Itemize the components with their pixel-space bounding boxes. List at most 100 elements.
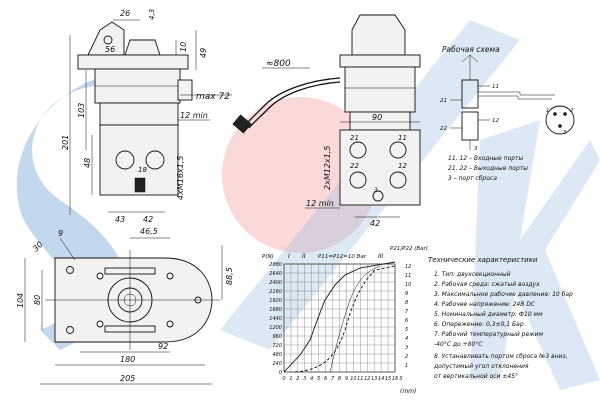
graph-section-1: I (288, 253, 290, 260)
cable-2 (248, 81, 341, 129)
spec-item: 6. Опережение: 0,3±0,1 Бар (434, 321, 524, 328)
dim-80: 80 (33, 295, 42, 305)
dim-800: ≈800 (266, 59, 291, 69)
graph-grid (283, 263, 396, 373)
graph-curve-label: P11=P12=10 Bar (318, 254, 367, 260)
graph-force-curve-2 (329, 265, 381, 373)
port-22 (349, 171, 367, 189)
side-valve-body (339, 129, 421, 206)
port-21 (349, 141, 367, 159)
side-view: 21 11 22 12 3 ≈800 90 2xM12x1,5 12 min 4… (232, 14, 421, 228)
flange-hole-1 (66, 266, 74, 274)
graph-y-left-tick: 2160 (269, 289, 282, 295)
port-12-label: 12 (398, 162, 407, 170)
dim-26: 26 (120, 9, 130, 18)
dim-201: 201 (61, 135, 70, 150)
dim-2xm12: 2xM12x1,5 (323, 146, 332, 190)
dim-42: 42 (143, 215, 153, 224)
graph-y-left-tick: 960 (272, 334, 282, 340)
dim-30-line (59, 237, 76, 261)
graph-y-left-tick: 720 (272, 343, 282, 349)
dim-56: 56 (105, 45, 115, 54)
dim-4xm16: 4xM16x1,5 (176, 156, 185, 200)
scheme-legend-3: 3 – порт сброса (448, 175, 497, 182)
dim-48: 48 (83, 158, 92, 168)
graph-y-right-tick: 5 (405, 327, 408, 333)
graph-x-tick: 9 (345, 376, 348, 382)
side-bracket (351, 14, 406, 56)
port-21-label: 21 (350, 134, 359, 142)
scheme-pin-2-label: 2 (570, 108, 574, 114)
graph-x-tick: 12 (364, 376, 370, 382)
spec-item: 3. Максимальное рабочее давление: 10 бар (434, 291, 573, 298)
port-3-label: 3 (374, 187, 378, 194)
scheme-legend-1: 11, 12 – Входные порты (448, 155, 524, 162)
graph-x-tick: 15 (385, 376, 391, 382)
flange-hole-3 (96, 272, 104, 280)
port-22-label: 22 (350, 162, 359, 170)
graph-x-tick: 14 (378, 376, 384, 382)
spec-item: 2. Рабочая среда: сжатый воздух (434, 281, 540, 288)
scheme-pin-1 (553, 112, 557, 116)
working-scheme: Рабочая схема 1 2 3 11 12 21 22 3 11, 12… (440, 45, 575, 182)
flange-view: 30 9 46,5 88,5 104 80 92 180 205 (16, 227, 234, 385)
graph-y-left-tick: 2880 (269, 262, 282, 268)
port-11 (389, 141, 407, 159)
port-18-label: 18 (138, 166, 147, 174)
graph-y-right-unit: P21/P22 (Bar) (390, 246, 428, 252)
scheme-l3: 3 (474, 146, 478, 152)
port-circle-right (145, 150, 165, 170)
scheme-valve-lower (461, 111, 479, 141)
spec-item: 5. Номинальный диаметр: Ф10 мм (434, 311, 543, 318)
graph-y-left-ticks: 2880264024002160192016801440120096072048… (269, 262, 282, 376)
graph-y-left-unit: P(N) (262, 254, 274, 260)
cable-plug (232, 114, 252, 134)
graph-x-tick: 0 (282, 376, 285, 382)
graph-x-tick: 1 (289, 376, 292, 382)
watermark-red-circle (222, 97, 378, 253)
graph-pressure-curve (294, 265, 396, 373)
graph-y-left-tick: 1920 (269, 298, 282, 304)
characteristic-graph: P(N) P21/P22 (Bar) P11=P12=10 Bar I II I… (262, 246, 428, 395)
port-circle-left (115, 150, 135, 170)
port-12 (389, 171, 407, 189)
specs-title: Технические характеристики (428, 256, 538, 264)
flange-hole-4 (96, 320, 104, 328)
dim-10: 10 (179, 42, 188, 52)
spec-item: -40°С до +80°С (434, 341, 483, 348)
graph-x-tick: 2 (296, 376, 299, 382)
scheme-wire (478, 91, 555, 96)
flange-hole-2 (66, 326, 74, 334)
dim-42-side: 42 (370, 219, 380, 228)
tech-specs: Технические характеристики 1. Тип: двухс… (428, 256, 573, 380)
scheme-connector (545, 105, 575, 135)
dim-88-5: 88,5 (225, 267, 234, 285)
bracket-pivot (103, 35, 113, 45)
spec-item: 4. Рабочее напряжение: 24В DC (434, 301, 536, 308)
graph-y-right-tick: 2 (405, 354, 408, 360)
dim-46-5: 46,5 (140, 227, 158, 236)
graph-x-tick: 6 (324, 376, 327, 382)
graph-x-tick: 8 (338, 376, 341, 382)
graph-x-tick: S (399, 376, 403, 382)
graph-y-right-tick: 12 (405, 264, 411, 270)
dim-9: 9 (58, 229, 63, 238)
side-connector (177, 79, 193, 101)
graph-y-left-tick: 1200 (269, 325, 282, 331)
dim-92: 92 (158, 342, 168, 351)
scheme-l12: 12 (492, 118, 499, 124)
dim-max72: max 72 (196, 92, 230, 102)
graph-y-right-tick: 11 (405, 273, 411, 279)
graph-y-right-tick: 9 (405, 291, 408, 297)
flange-hole-6 (166, 320, 174, 328)
graph-x-tick: 16 (392, 376, 398, 382)
dim-90: 90 (372, 113, 382, 122)
graph-section-2: II (302, 253, 306, 260)
graph-x-tick: 7 (331, 376, 335, 382)
dim-12min-side: 12 min (306, 199, 334, 208)
graph-y-left-tick: 480 (272, 352, 282, 358)
graph-x-tick: 13 (371, 376, 377, 382)
dim-43: 43 (115, 215, 125, 224)
